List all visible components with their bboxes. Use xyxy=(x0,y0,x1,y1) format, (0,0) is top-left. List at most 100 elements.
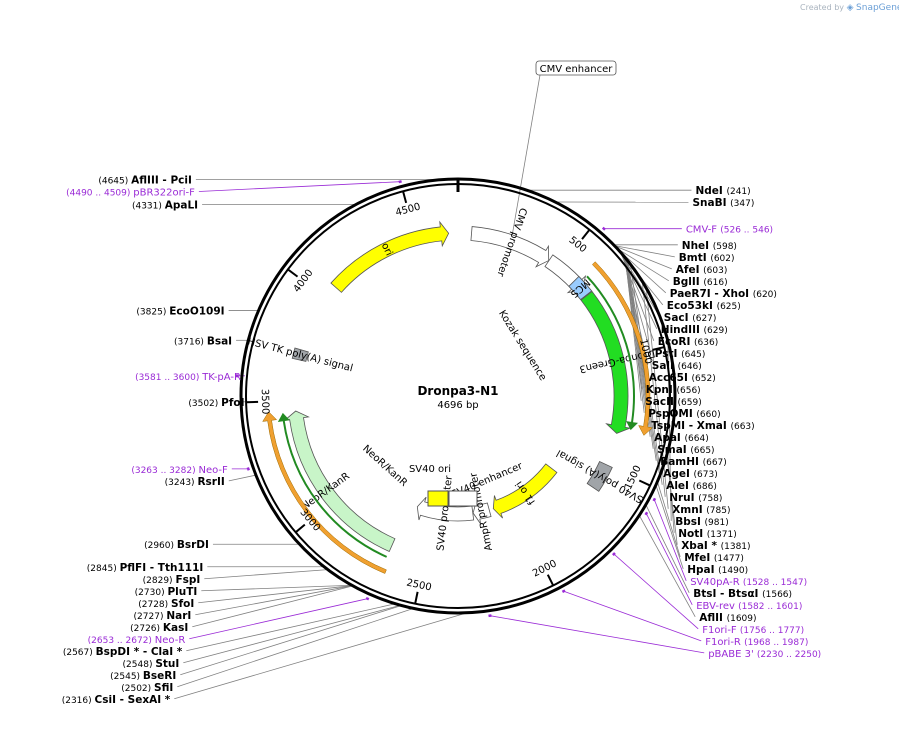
enzyme-label-alei: AleI (686) xyxy=(666,480,717,492)
site-name: StuI xyxy=(155,658,179,670)
site-position: (4331) xyxy=(132,201,165,211)
enzyme-line-xbai xyxy=(666,455,678,545)
inner-feature-label: Kozak sequence xyxy=(496,309,548,383)
site-name: TspMI - XmaI xyxy=(651,420,730,432)
site-position: (2728) xyxy=(138,600,171,610)
primer-label-neo-f: (3263 .. 3282) Neo-F xyxy=(131,465,228,476)
ruler-label: 4500 xyxy=(394,201,421,218)
enzyme-label-pflfi-tth111i: (2845) PflFI - Tth111I xyxy=(87,562,204,574)
site-position: (673) xyxy=(694,470,718,480)
primer-mark xyxy=(601,226,606,231)
enzyme-label-bsai: (3716) BsaI xyxy=(174,335,232,347)
enzyme-label-ecori: EcoRI (636) xyxy=(658,336,718,348)
enzyme-line-hpai xyxy=(655,484,684,569)
orf-inner-arrow xyxy=(586,275,638,431)
site-name: SV40pA-R xyxy=(690,577,743,588)
primer-mark xyxy=(246,467,250,471)
site-position: (526 .. 546) xyxy=(720,226,773,236)
site-name: BamHI xyxy=(660,456,702,468)
site-name: AgeI xyxy=(663,468,693,480)
enzyme-label-aflii: AflII (1609) xyxy=(699,612,756,624)
enzyme-label-tspmi-xmai: TspMI - XmaI (663) xyxy=(651,420,754,432)
site-position: (2567) xyxy=(63,648,96,658)
enzyme-line-btsi-bts-i xyxy=(645,504,690,594)
site-name: Eco53kI xyxy=(667,300,717,312)
ruler-tick xyxy=(294,523,306,534)
enzyme-label-snabi: SnaBI (347) xyxy=(692,197,754,209)
ruler-label: 2500 xyxy=(405,578,432,594)
site-name: HpaI xyxy=(687,564,718,576)
enzyme-line-afei xyxy=(614,245,672,270)
sv40-ori-box xyxy=(427,490,449,507)
enzyme-line-pluti xyxy=(201,584,352,592)
site-name: F1ori-F xyxy=(702,625,740,636)
callout-label: CMV enhancer xyxy=(540,64,614,75)
enzyme-label-nhei: NheI (598) xyxy=(682,240,737,252)
feature-label-ori: ori xyxy=(379,241,395,258)
enzyme-line-csii-sexai xyxy=(174,612,468,700)
callout-box xyxy=(535,60,617,76)
ruler-label: 3500 xyxy=(259,389,271,415)
site-name: Acc65I xyxy=(649,372,692,384)
site-position: (1371) xyxy=(707,530,737,540)
primer-line-pbabe-3 xyxy=(489,615,705,654)
site-position: (2545) xyxy=(110,672,143,682)
site-position: (1477) xyxy=(714,554,744,564)
site-name: XbaI * xyxy=(681,540,720,552)
site-position: (2727) xyxy=(134,612,167,622)
enzyme-line-bmti xyxy=(614,245,675,258)
primer-mark xyxy=(644,511,649,516)
site-name: SacII xyxy=(645,396,677,408)
site-name: BmtI xyxy=(679,252,711,264)
site-name: PluTI xyxy=(167,586,197,598)
site-position: (2316) xyxy=(62,696,95,706)
site-position: (660) xyxy=(696,410,720,420)
primer-line-f1ori-r xyxy=(563,590,702,642)
enzyme-label-bseri: (2545) BseRI xyxy=(110,670,176,682)
enzyme-label-hpai: HpaI (1490) xyxy=(687,564,748,576)
site-name: SnaBI xyxy=(692,197,730,209)
primer-mark xyxy=(561,589,566,594)
site-name: NdeI xyxy=(695,185,726,197)
enzyme-line-bspdi-clai xyxy=(186,603,396,652)
site-name: TK-pA-R xyxy=(201,372,241,383)
site-name: AflIII - PciI xyxy=(131,175,192,187)
site-name: SalI xyxy=(652,360,678,372)
site-position: (3581 .. 3600) xyxy=(135,373,202,383)
feature-dronpa-green3 xyxy=(580,290,632,434)
site-position: (636) xyxy=(694,338,718,348)
enzyme-line-nrui xyxy=(641,281,666,497)
site-position: (3502) xyxy=(188,399,221,409)
enzyme-label-noti: NotI (1371) xyxy=(678,528,737,540)
ruler-label: 2000 xyxy=(531,558,559,579)
enzyme-label-saci: SacI (627) xyxy=(664,312,717,324)
site-name: PaeR7I - XhoI xyxy=(670,288,753,300)
site-name: SmaI xyxy=(657,444,690,456)
ruler-tick xyxy=(402,190,408,204)
site-position: (4645) xyxy=(98,177,131,187)
site-name: CsiI - SexAI * xyxy=(95,694,171,706)
enzyme-label-kasi: (2726) KasI xyxy=(130,622,188,634)
sv40-enhancer-box xyxy=(448,490,478,507)
ruler-tick xyxy=(414,591,419,604)
site-position: (1968 .. 1987) xyxy=(744,638,808,648)
site-name: BspDI * - ClaI * xyxy=(96,646,183,658)
snapgene-logo-icon: ◈ xyxy=(846,3,854,13)
enzyme-line-stui xyxy=(183,604,401,664)
site-position: (645) xyxy=(681,350,705,360)
primer-line-neo-r xyxy=(189,598,368,640)
enzyme-label-eco53ki: Eco53kI (625) xyxy=(667,300,741,312)
site-position: (2730) xyxy=(135,588,168,598)
site-name: BsrDI xyxy=(177,539,209,551)
center-title: Dronpa3-N1 4696 bp xyxy=(417,384,498,411)
ruler-tick xyxy=(638,479,651,487)
site-position: (2502) xyxy=(121,684,154,694)
ruler-label: 1500 xyxy=(623,464,644,492)
site-name: PflFI - Tth111I xyxy=(120,562,204,574)
site-name: FspI xyxy=(175,574,200,586)
enzyme-label-afei: AfeI (603) xyxy=(676,264,728,276)
enzyme-label-ecoo109i: (3825) EcoO109I xyxy=(136,305,224,317)
feature-label-hsv-tk-poly-a-signal: HSV TK poly(A) signal xyxy=(246,336,354,374)
site-position: (629) xyxy=(704,326,728,336)
